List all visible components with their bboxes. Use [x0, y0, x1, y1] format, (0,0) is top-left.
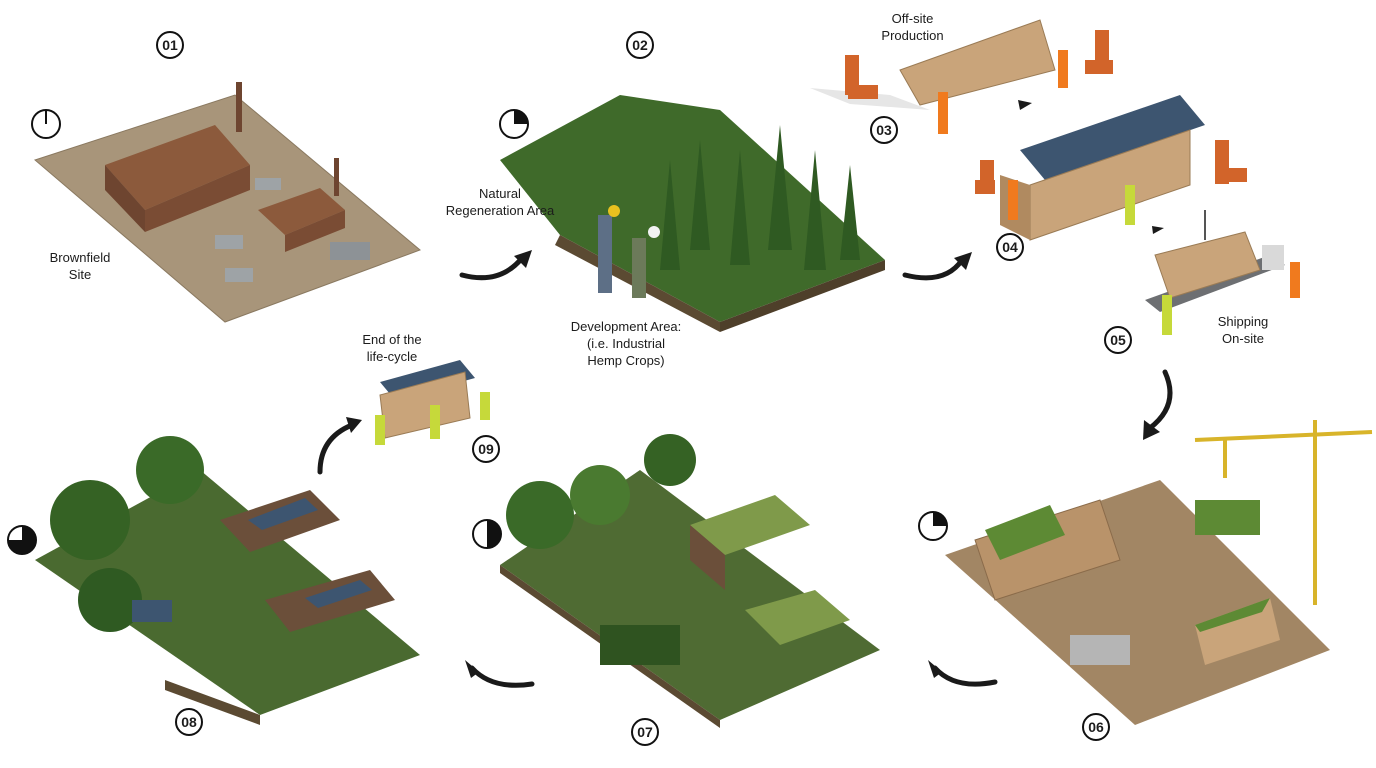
- label-line: (i.e. Industrial: [586, 336, 666, 351]
- arrow-05-06: [1147, 369, 1173, 431]
- end-of-life-scene: [375, 360, 490, 445]
- arrow-heads: [346, 100, 1164, 678]
- label-end-of-life-cycle: End of the life-cycle: [352, 331, 432, 365]
- label-line: Brownfield: [49, 250, 111, 265]
- step-number-06: 06: [1082, 713, 1110, 741]
- clock-icon-01: [31, 109, 61, 139]
- label-line: Production: [881, 28, 944, 43]
- mature-settlement-scene: [35, 436, 420, 725]
- clock-icon-02: [499, 109, 529, 139]
- label-off-site-production: Off-site Production: [870, 10, 955, 44]
- label-line: Development Area:: [570, 319, 682, 334]
- step-number-02: 02: [626, 31, 654, 59]
- label-line: life-cycle: [366, 349, 418, 364]
- label-shipping-on-site: Shipping On-site: [1208, 313, 1278, 347]
- label-line: Off-site: [891, 11, 934, 26]
- label-natural-regeneration: Natural Regeneration Area: [445, 185, 555, 219]
- label-line: Site: [68, 267, 92, 282]
- label-line: Hemp Crops): [587, 353, 665, 368]
- step-number-01: 01: [156, 31, 184, 59]
- arrow-01-02: [459, 255, 525, 281]
- arrow-08-09: [317, 422, 355, 475]
- step-number-04: 04: [996, 233, 1024, 261]
- label-development-area: Development Area: (i.e. Industrial Hemp …: [566, 318, 686, 369]
- label-line: On-site: [1222, 331, 1264, 346]
- step-number-08: 08: [175, 708, 203, 736]
- label-line: Shipping: [1217, 314, 1269, 329]
- label-line: Regeneration Area: [445, 203, 555, 218]
- label-line: Natural: [479, 186, 521, 201]
- step-number-09: 09: [472, 435, 500, 463]
- clock-icon-08: [7, 525, 37, 555]
- brownfield-site-scene: [33, 82, 421, 323]
- step-number-05: 05: [1104, 326, 1132, 354]
- shipping-scene: [1145, 210, 1300, 335]
- construction-site-scene: [945, 420, 1373, 725]
- label-brownfield-site: Brownfield Site: [40, 249, 120, 283]
- module-assembly-scene: [975, 95, 1247, 241]
- regeneration-area-scene: [500, 95, 885, 332]
- arrow-06-07: [932, 665, 998, 687]
- clock-icon-07: [472, 519, 502, 549]
- off-site-production-scene: [810, 19, 1113, 134]
- arrow-07-08: [469, 665, 535, 688]
- green-settlement-scene: [500, 434, 880, 728]
- step-number-03: 03: [870, 116, 898, 144]
- label-line: End of the: [362, 332, 422, 347]
- clock-icon-06: [918, 511, 948, 541]
- step-number-07: 07: [631, 718, 659, 746]
- arrow-02-04: [902, 257, 965, 281]
